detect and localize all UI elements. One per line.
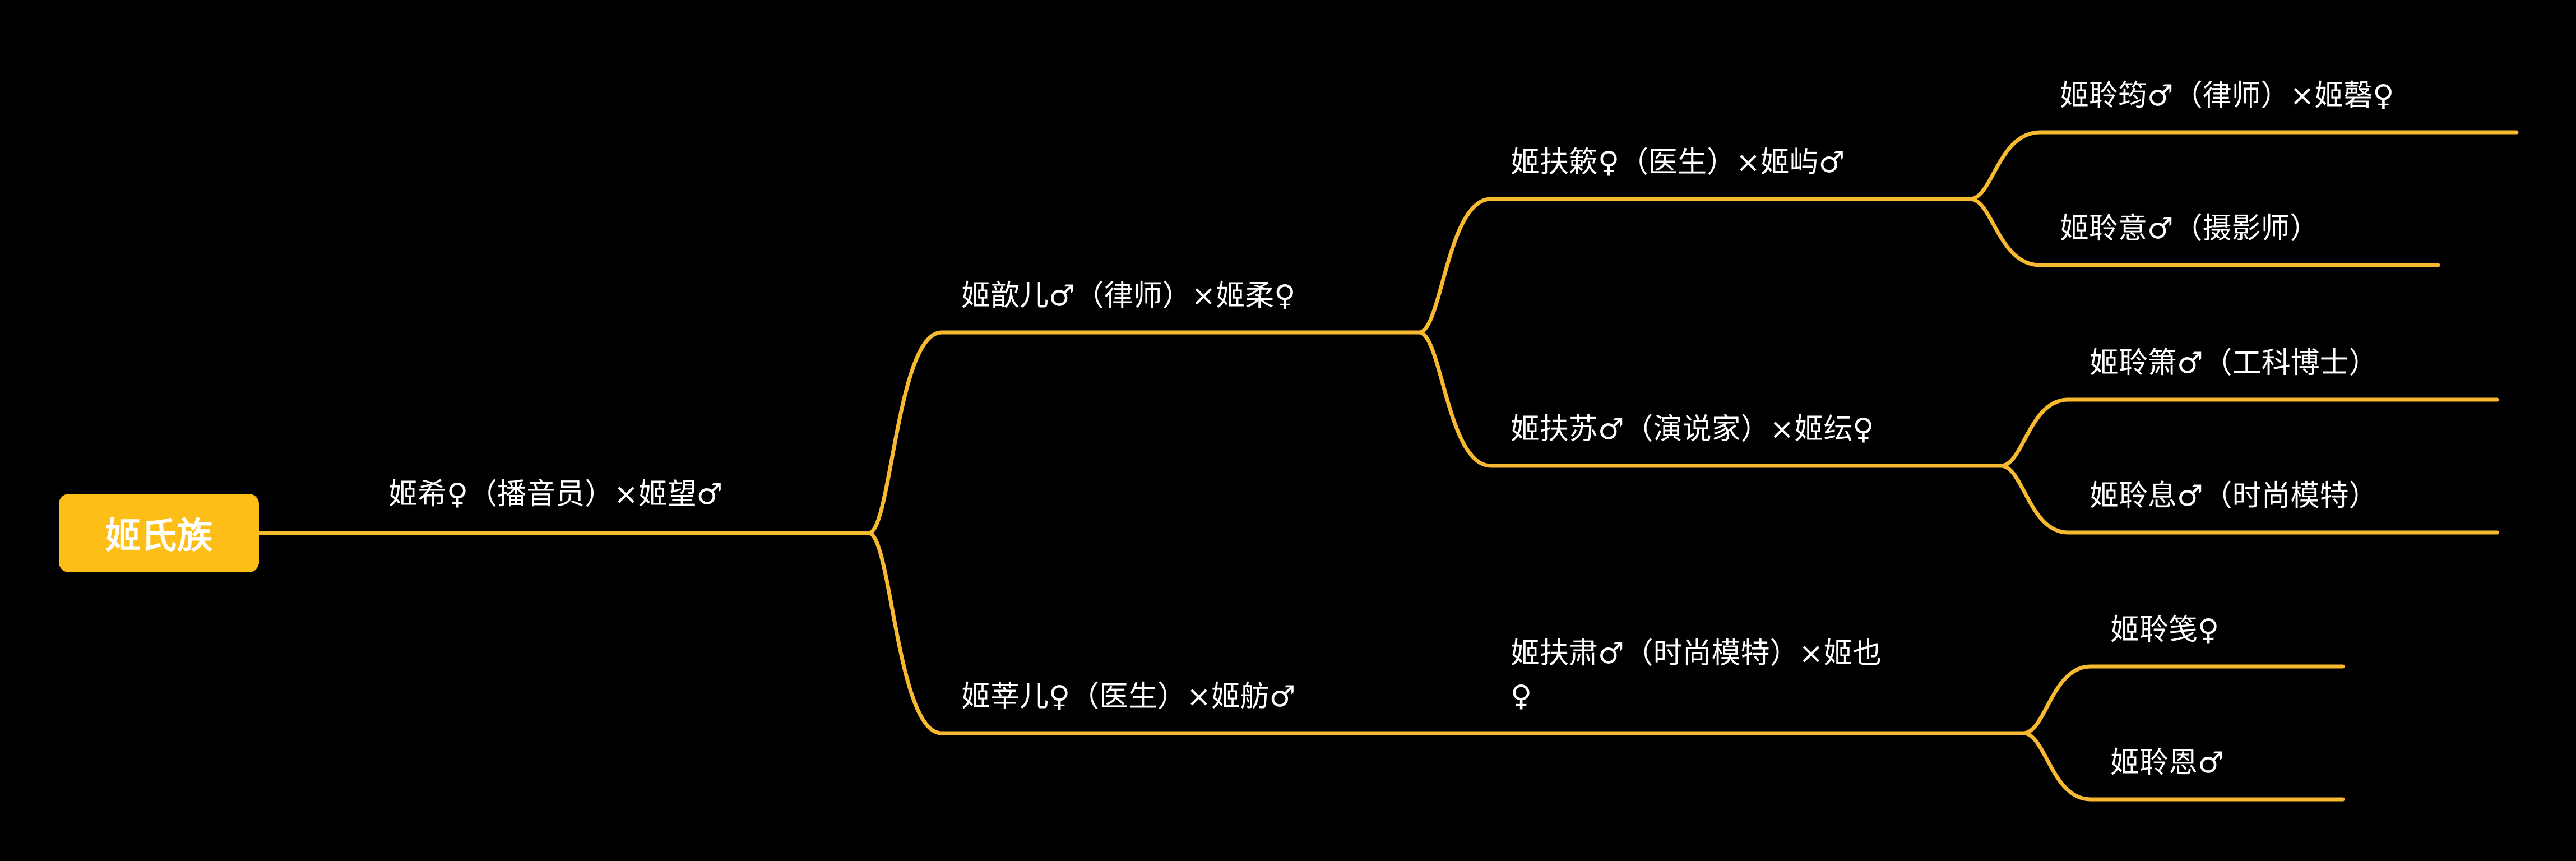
- link-gen1-gen2-b: [867, 531, 2026, 735]
- node-gen1[interactable]: 姬希♀（播音员）×姬望♂: [388, 478, 723, 511]
- link-gen3a-gen4-a: [1968, 130, 2519, 201]
- link-gen3b-gen4-c: [1999, 397, 2499, 468]
- link-gen3a-gen4-b: [1968, 197, 2440, 267]
- link-gen2a-gen3-a: [1417, 197, 1972, 335]
- root-node-label: 姬氏族: [105, 516, 213, 557]
- node-gen3-b[interactable]: 姬扶苏♂（演说家）×姬纭♀: [1511, 413, 1874, 446]
- link-gen2b-gen4-e: [2021, 664, 2345, 735]
- node-gen4-e[interactable]: 姬聆笺♀: [2110, 613, 2220, 647]
- node-gen3-c[interactable]: 姬扶肃♂（时尚模特）×姬也♀: [1511, 637, 1882, 713]
- link-gen2b-gen4-f: [2021, 731, 2345, 802]
- node-gen4-c[interactable]: 姬聆箫♂（工科博士）: [2089, 346, 2378, 380]
- node-gen4-b[interactable]: 姬聆意♂（摄影师）: [2060, 212, 2319, 246]
- node-gen4-d[interactable]: 姬聆息♂（时尚模特）: [2089, 479, 2378, 513]
- node-gen2-a[interactable]: 姬歆儿♂（律师）×姬柔♀: [961, 279, 1296, 313]
- link-gen2a-gen3-b: [1417, 330, 2003, 468]
- link-gen3b-gen4-d: [1999, 464, 2499, 535]
- root-node[interactable]: 姬氏族: [59, 494, 259, 572]
- node-gen4-a[interactable]: 姬聆筠♂（律师）×姬磬♀: [2060, 79, 2394, 113]
- link-gen1-gen2-a: [867, 330, 1421, 535]
- node-gen4-f[interactable]: 姬聆恩♂: [2110, 746, 2224, 780]
- node-gen3-a[interactable]: 姬扶簌♀（医生）×姬屿♂: [1511, 146, 1845, 179]
- node-gen2-b[interactable]: 姬莘儿♀（医生）×姬舫♂: [961, 680, 1296, 714]
